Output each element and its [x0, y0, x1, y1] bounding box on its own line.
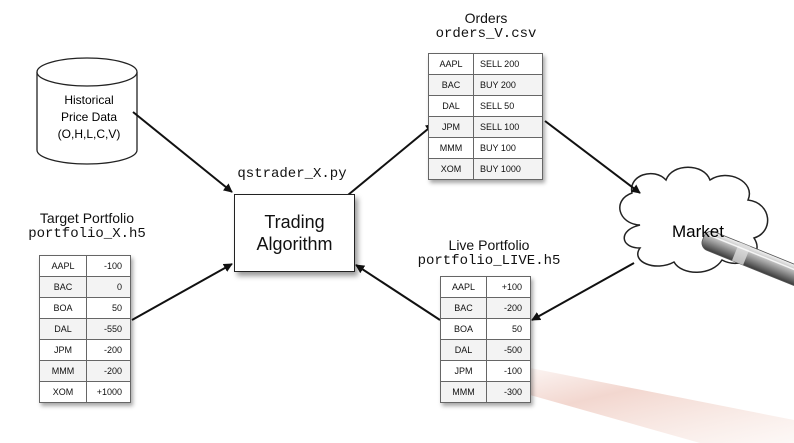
arrow-live-to-algorithm: [355, 264, 441, 321]
table-row: XOM+1000: [39, 381, 131, 403]
arrow-orders-to-market: [544, 120, 641, 194]
symbol-cell: BAC: [39, 276, 87, 298]
position-cell: 50: [486, 318, 531, 340]
order-cell: BUY 1000: [473, 158, 543, 180]
symbol-cell: DAL: [428, 95, 474, 117]
symbol-cell: AAPL: [428, 53, 474, 75]
algorithm-file: qstrader_X.py: [237, 166, 347, 182]
position-cell: -500: [486, 339, 531, 361]
table-row: DAL-550: [39, 318, 131, 340]
table-row: AAPL+100: [440, 276, 531, 298]
position-cell: -100: [486, 360, 531, 382]
database-icon: [36, 57, 138, 165]
live-portfolio-file: portfolio_LIVE.h5: [417, 253, 561, 269]
table-row: AAPL-100: [39, 255, 131, 277]
symbol-cell: DAL: [39, 318, 87, 340]
orders-file: orders_V.csv: [435, 26, 537, 42]
symbol-cell: XOM: [39, 381, 87, 403]
table-row: BAC-200: [440, 297, 531, 319]
symbol-cell: MMM: [440, 381, 487, 403]
order-cell: SELL 100: [473, 116, 543, 138]
symbol-cell: JPM: [440, 360, 487, 382]
table-row: JPM-200: [39, 339, 131, 361]
position-cell: -200: [86, 360, 131, 382]
symbol-cell: BOA: [440, 318, 487, 340]
position-cell: -100: [86, 255, 131, 277]
order-cell: SELL 50: [473, 95, 543, 117]
symbol-cell: MMM: [428, 137, 474, 159]
orders-title: Orders: [464, 10, 508, 26]
pen-image: [701, 230, 794, 295]
arrow-market-to-live: [531, 262, 635, 321]
position-cell: -300: [486, 381, 531, 403]
historical-data-label: Historical Price Data (O,H,L,C,V): [57, 93, 121, 141]
pen-reflection: [470, 366, 794, 443]
order-cell: BUY 200: [473, 74, 543, 96]
table-row: JPM-100: [440, 360, 531, 382]
arrow-target-to-algorithm: [131, 263, 233, 321]
market-label: Market: [672, 222, 724, 241]
table-row: MMM-200: [39, 360, 131, 382]
symbol-cell: DAL: [440, 339, 487, 361]
trading-algorithm-box: Trading Algorithm: [234, 194, 355, 272]
target-portfolio-file: portfolio_X.h5: [28, 226, 146, 242]
target-portfolio-title: Target Portfolio: [39, 210, 135, 226]
arrow-historical-to-algorithm: [132, 111, 233, 193]
symbol-cell: MMM: [39, 360, 87, 382]
trading-algorithm-label: Trading Algorithm: [256, 212, 333, 254]
position-cell: 0: [86, 276, 131, 298]
order-cell: BUY 100: [473, 137, 543, 159]
symbol-cell: XOM: [428, 158, 474, 180]
live-portfolio-title: Live Portfolio: [448, 237, 530, 253]
table-row: MMM-300: [440, 381, 531, 403]
arrow-algorithm-to-orders: [347, 123, 435, 196]
symbol-cell: BOA: [39, 297, 87, 319]
symbol-cell: JPM: [39, 339, 87, 361]
symbol-cell: BAC: [428, 74, 474, 96]
position-cell: +1000: [86, 381, 131, 403]
position-cell: -200: [486, 297, 531, 319]
symbol-cell: AAPL: [440, 276, 487, 298]
symbol-cell: AAPL: [39, 255, 87, 277]
position-cell: -200: [86, 339, 131, 361]
symbol-cell: BAC: [440, 297, 487, 319]
position-cell: -550: [86, 318, 131, 340]
table-row: DAL-500: [440, 339, 531, 361]
position-cell: 50: [86, 297, 131, 319]
order-cell: SELL 200: [473, 53, 543, 75]
position-cell: +100: [486, 276, 531, 298]
symbol-cell: JPM: [428, 116, 474, 138]
